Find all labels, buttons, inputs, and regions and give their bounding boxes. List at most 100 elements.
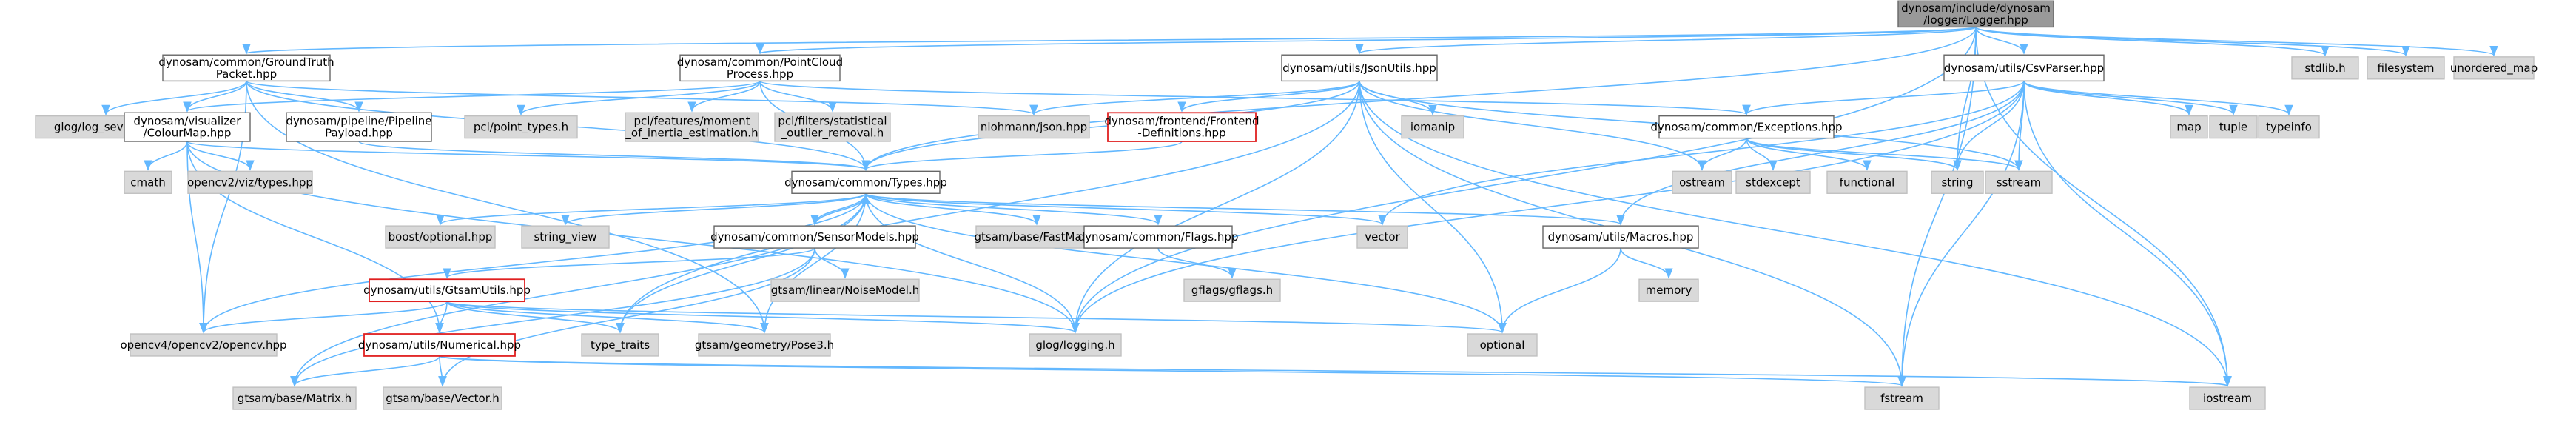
node-pose3[interactable]: gtsam/geometry/Pose3.h [695, 333, 834, 357]
dependency-edge [2023, 81, 2193, 116]
node-vectorh[interactable]: gtsam/base/Vector.h [383, 386, 502, 410]
dependency-edge [183, 81, 247, 113]
node-box [1107, 112, 1257, 142]
node-box [130, 333, 278, 357]
node-box [1281, 54, 1438, 82]
dependency-edge [1029, 80, 1360, 116]
dependency-edge [1746, 138, 1872, 171]
node-json[interactable]: dynosam/utils/JsonUtils.hpp [1281, 54, 1438, 82]
node-label: _of_inertia_estimation.h [625, 127, 758, 141]
node-box [464, 115, 578, 139]
node-colourmap[interactable]: dynosam/visualizer/ColourMap.hpp [124, 112, 251, 142]
node-numerical[interactable]: dynosam/utils/Numerical.hpp [358, 333, 521, 357]
node-ostream[interactable]: ostream [1672, 170, 1732, 194]
dependency-edge [756, 26, 1977, 55]
node-label: dynosam/utils/Numerical.hpp [358, 338, 521, 352]
node-opencv[interactable]: opencv4/opencv2/opencv.hpp [120, 333, 287, 357]
node-box [2367, 56, 2445, 80]
node-layer: dynosam/include/dynosam/logger/Logger.hp… [35, 0, 2538, 410]
node-pclmoment[interactable]: pcl/features/moment_of_inertia_estimatio… [625, 112, 759, 142]
node-filesystem[interactable]: filesystem [2367, 56, 2445, 80]
dependency-edge [616, 81, 1360, 334]
node-memory[interactable]: memory [1638, 278, 1699, 302]
dependency-edge [246, 81, 769, 334]
node-iomanip[interactable]: iomanip [1401, 115, 1464, 139]
node-frontend[interactable]: dynosam/frontend/Frontend-Definitions.hp… [1105, 112, 1260, 142]
node-label: dynosam/pipeline/Pipeline [286, 115, 431, 128]
dependency-edge [446, 301, 769, 334]
node-sstream[interactable]: sstream [1985, 170, 2053, 194]
dependency-edge [865, 193, 1080, 334]
dependency-edge [1742, 80, 2025, 116]
node-label: /logger/Logger.hpp [1923, 13, 2028, 27]
node-label: stdexcept [1746, 175, 1800, 189]
node-typeinfo[interactable]: typeinfo [2258, 115, 2320, 139]
node-box [774, 112, 891, 142]
dependency-edge [446, 301, 1080, 334]
node-string[interactable]: string [1931, 170, 1984, 194]
node-box [1029, 333, 1122, 357]
node-stdexcept[interactable]: stdexcept [1735, 170, 1811, 194]
dependency-edge [1953, 81, 2025, 171]
node-optional[interactable]: optional [1467, 333, 1538, 357]
node-box [2189, 386, 2266, 410]
node-stringview[interactable]: string_view [521, 225, 610, 249]
dependency-edge [2023, 81, 2238, 116]
node-label: map [2176, 121, 2201, 134]
node-vector[interactable]: vector [1356, 225, 1408, 249]
node-label: gtsam/geometry/Pose3.h [695, 338, 834, 352]
node-flags[interactable]: dynosam/common/Flags.hpp [1078, 225, 1239, 249]
node-nlohmann[interactable]: nlohmann/json.hpp [978, 115, 1090, 139]
dependency-edge [101, 81, 247, 116]
node-label: Payload.hpp [325, 127, 393, 140]
node-label: -Definitions.hpp [1137, 127, 1225, 140]
node-csv[interactable]: dynosam/utils/CsvParser.hpp [1943, 54, 2105, 82]
node-gflags[interactable]: gflags/gflags.h [1183, 278, 1281, 302]
node-map[interactable]: map [2170, 115, 2208, 139]
node-exceptions[interactable]: dynosam/common/Exceptions.hpp [1650, 115, 1843, 139]
node-label: dynosam/utils/JsonUtils.hpp [1282, 61, 1436, 75]
node-root[interactable]: dynosam/include/dynosam/logger/Logger.hp… [1897, 0, 2054, 28]
node-macros[interactable]: dynosam/utils/Macros.hpp [1542, 225, 1699, 249]
node-label: dynosam/utils/GtsamUtils.hpp [363, 284, 531, 297]
node-sensor[interactable]: dynosam/common/SensorModels.hpp [710, 225, 919, 249]
node-pclfilter[interactable]: pcl/filters/statistical_outlier_removal.… [774, 112, 891, 142]
node-label: cmath [130, 175, 165, 189]
dependency-edge [446, 301, 625, 334]
node-fstream[interactable]: fstream [1864, 386, 1940, 410]
dependency-edge [1975, 26, 2410, 57]
node-boostopt[interactable]: boost/optional.hpp [385, 225, 496, 249]
node-noise[interactable]: gtsam/linear/NoiseModel.h [770, 278, 920, 302]
node-label: iomanip [1410, 121, 1455, 134]
node-tuple[interactable]: tuple [2209, 115, 2258, 139]
dependency-edge [186, 141, 1080, 334]
node-label: dynosam/common/Types.hpp [784, 175, 947, 189]
dependency-edge [861, 141, 1183, 171]
node-cmath[interactable]: cmath [124, 170, 172, 194]
node-typetraits[interactable]: type_traits [581, 333, 659, 357]
dependency-edge [186, 141, 208, 334]
node-gtsamutils[interactable]: dynosam/utils/GtsamUtils.hpp [363, 278, 531, 303]
node-functional[interactable]: functional [1826, 170, 1908, 194]
node-logging[interactable]: glog/logging.h [1029, 333, 1122, 357]
node-label: Process.hpp [727, 67, 793, 81]
node-types[interactable]: dynosam/common/Types.hpp [784, 170, 947, 194]
node-box [286, 112, 432, 142]
node-label: pcl/point_types.h [474, 121, 568, 135]
dependency-edge [439, 355, 2231, 387]
dependency-edge [186, 141, 870, 171]
node-viztypes[interactable]: opencv2/viz/types.hpp [187, 170, 313, 194]
node-box [581, 333, 659, 357]
node-matrix[interactable]: gtsam/base/Matrix.h [232, 386, 357, 410]
node-iostream[interactable]: iostream [2189, 386, 2266, 410]
dependency-edge [144, 141, 188, 171]
node-pcltypes[interactable]: pcl/point_types.h [464, 115, 578, 139]
node-umap[interactable]: unordered_map [2450, 56, 2538, 80]
node-fastmap[interactable]: gtsam/base/FastMap.h [975, 225, 1100, 249]
node-box [625, 112, 759, 142]
node-stdlib[interactable]: stdlib.h [2291, 56, 2359, 80]
node-label: dynosam/common/GroundTruth [158, 56, 334, 69]
